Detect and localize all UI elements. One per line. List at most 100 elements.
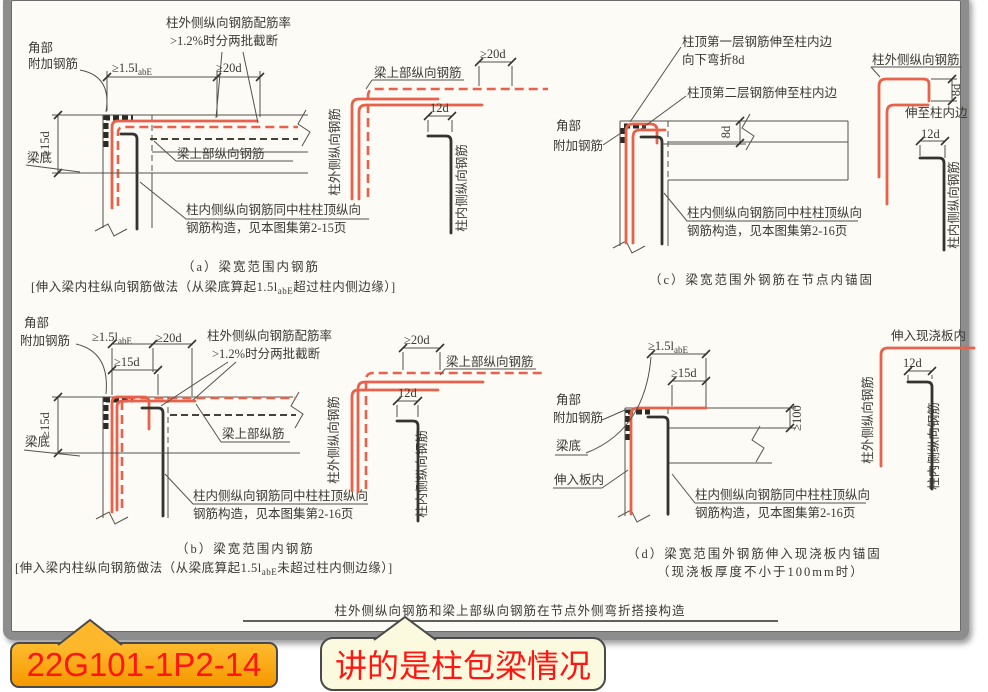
dimension-lines xyxy=(903,366,937,381)
ratio-label-1: 柱外侧纵向钢筋配筋率 xyxy=(207,328,332,343)
leader-lines xyxy=(25,51,369,220)
note-callout: 讲的是柱包梁情况 xyxy=(320,615,606,691)
red-rebar xyxy=(631,128,667,245)
red-rebar xyxy=(624,122,659,245)
red-rebar xyxy=(629,406,708,516)
red-rebar-dashed xyxy=(120,396,296,508)
dim-1-5labe: ≥1.5labE xyxy=(92,330,132,346)
dim-20d: ≥20d xyxy=(216,61,242,75)
ref-code-callout: 22G101-1P2-14 xyxy=(10,618,278,688)
leader-lines xyxy=(602,46,858,222)
corner-additional-rebar xyxy=(103,115,133,147)
corner-add-label-1: 角部 xyxy=(24,315,49,330)
dim-12d: 12d xyxy=(903,356,923,370)
dimension-lines xyxy=(52,339,197,458)
corner-add-label-2: 附加钢筋 xyxy=(20,333,70,348)
corner-additional-rebar xyxy=(620,123,646,143)
beam-bottom-label: 梁底 xyxy=(27,150,52,165)
break-mark xyxy=(94,223,128,237)
dimension-lines xyxy=(915,74,957,158)
dim-100: ≥100 xyxy=(790,405,804,431)
inner-rebar xyxy=(426,134,453,235)
dimension-lines xyxy=(392,343,445,417)
dim-15d-vertical: ≥15d xyxy=(38,130,52,156)
inner-note-line1: 柱内侧纵向钢筋同中柱柱顶纵向 xyxy=(687,205,862,220)
col-outer-bars-label: 柱外侧纵向钢筋 xyxy=(326,396,341,484)
diagram-b: 角部 附加钢筋 ≥1.5labE ≥20d ≥15d 柱外侧纵向钢筋配筋率 >1… xyxy=(15,315,393,577)
first-layer-note-1: 柱顶第一层钢筋伸至柱内边 xyxy=(682,34,833,49)
red-rebar xyxy=(110,119,259,210)
ratio-label-1: 柱外侧纵向钢筋配筋率 xyxy=(166,15,291,30)
caption-c: （c）梁宽范围外钢筋在节点内锚固 xyxy=(649,272,874,287)
dim-15d-horizontal: ≥15d xyxy=(114,355,140,369)
dim-12d: 12d xyxy=(398,386,418,400)
leader-lines xyxy=(870,66,962,78)
red-rebar-dashed xyxy=(116,125,298,206)
second-layer-note: 柱顶第二层钢筋伸至柱内边 xyxy=(687,85,838,100)
beam-bottom-label: 梁底 xyxy=(25,434,50,449)
red-rebar xyxy=(877,77,931,179)
break-mark xyxy=(617,509,651,523)
inner-rebar xyxy=(906,380,934,491)
diagram-a: 角部 附加钢筋 ≥1.5labE ≥20d 柱外侧纵向钢筋配筋率 >1.2%时分… xyxy=(25,15,396,296)
beam-top-bars-label: 梁上部纵向钢筋 xyxy=(446,354,534,369)
col-outer-bars-label: 柱外侧纵向钢筋 xyxy=(872,52,960,67)
first-layer-note-2: 向下弯折8d xyxy=(682,52,745,67)
corner-add-label-1: 角部 xyxy=(556,392,581,407)
break-mark xyxy=(751,425,765,463)
break-mark xyxy=(741,113,755,151)
red-rebar xyxy=(350,97,440,201)
inner-note-line1: 柱内侧纵向钢筋同中柱柱顶纵向 xyxy=(186,202,361,217)
inner-note-line2: 钢筋构造，见本图集第2-16页 xyxy=(193,506,353,521)
caption-d1: （d）梁宽范围外钢筋伸入现浇板内锚固 xyxy=(627,546,882,561)
dimension-lines xyxy=(662,116,746,148)
construction-lines xyxy=(617,407,772,523)
extend-into-slab-label: 伸入板内 xyxy=(554,473,604,487)
inner-note-line2: 钢筋构造，见本图集第2-16页 xyxy=(687,223,847,238)
dim-15d-vertical: ≥15d xyxy=(38,411,52,437)
inner-rebar xyxy=(639,135,664,246)
beam-top-bars-label: 梁上部纵向钢筋 xyxy=(177,146,265,161)
col-inner-bars-label: 柱内侧纵向钢筋 xyxy=(926,402,941,490)
corner-add-label-1: 角部 xyxy=(28,40,53,55)
dim-20d: ≥20d xyxy=(156,331,182,345)
diagram-d-detail: 伸入现浇板内 12d 柱外侧纵向钢筋 柱内侧纵向钢筋 xyxy=(860,329,976,491)
inner-rebar xyxy=(646,415,670,516)
red-rebar-dashed xyxy=(366,87,548,197)
inner-rebar xyxy=(918,156,946,252)
diagram-a-detail: 梁上部纵向钢筋 ≥20d 12d 柱外侧纵向钢筋 柱内侧纵向钢筋 xyxy=(327,47,548,235)
dim-8d: 8d xyxy=(949,83,963,96)
inner-rebar xyxy=(140,406,165,518)
col-inner-bars-label: 柱内侧纵向钢筋 xyxy=(414,430,429,518)
break-mark xyxy=(95,511,129,525)
corner-additional-rebar xyxy=(625,409,650,440)
leader-lines xyxy=(553,356,866,504)
dim-12d: 12d xyxy=(430,101,450,115)
drawing-sheet-frame xyxy=(3,0,969,640)
col-outer-bars-label: 柱外侧纵向钢筋 xyxy=(327,108,342,196)
dim-20d: ≥20d xyxy=(404,333,430,347)
dim-1-5labe: ≥1.5labE xyxy=(112,61,152,77)
col-inner-bars-label: 柱内侧纵向钢筋 xyxy=(454,144,469,232)
ratio-label-2: >1.2%时分两批截断 xyxy=(170,33,278,48)
dimension-lines xyxy=(646,349,796,433)
inner-rebar xyxy=(119,132,139,231)
corner-add-label-2: 附加钢筋 xyxy=(28,56,78,71)
caption-b1: （b）梁宽范围内钢筋 xyxy=(176,541,315,556)
caption-a2: [伸入梁内柱纵向钢筋做法（从梁底算起1.5labE超过柱内侧边缘）] xyxy=(31,279,396,296)
break-mark xyxy=(297,109,311,147)
red-rebar xyxy=(357,103,484,201)
dim-15d: ≥15d xyxy=(671,366,697,380)
inner-note-line1: 柱内侧纵向钢筋同中柱柱顶纵向 xyxy=(695,487,870,502)
dim-12d: 12d xyxy=(921,127,941,141)
corner-add-label-2: 附加钢筋 xyxy=(553,410,603,425)
caption-a1: （a）梁宽范围内钢筋 xyxy=(182,259,320,274)
ratio-label-2: >1.2%时分两批截断 xyxy=(212,346,320,361)
diagram-c-detail: 柱外侧纵向钢筋 8d 伸至柱内边 12d 柱内侧纵向钢筋 xyxy=(870,52,968,252)
note-callout-text: 讲的是柱包梁情况 xyxy=(334,648,591,684)
sheet-title: 柱外侧纵向钢筋和梁上部纵向钢筋在节点外侧弯折搭接构造 xyxy=(243,603,778,622)
caption-b2: [伸入梁内柱纵向钢筋做法（从梁底算起1.5labE未超过柱内侧边缘）] xyxy=(15,560,393,577)
corner-additional-rebar xyxy=(103,397,133,429)
